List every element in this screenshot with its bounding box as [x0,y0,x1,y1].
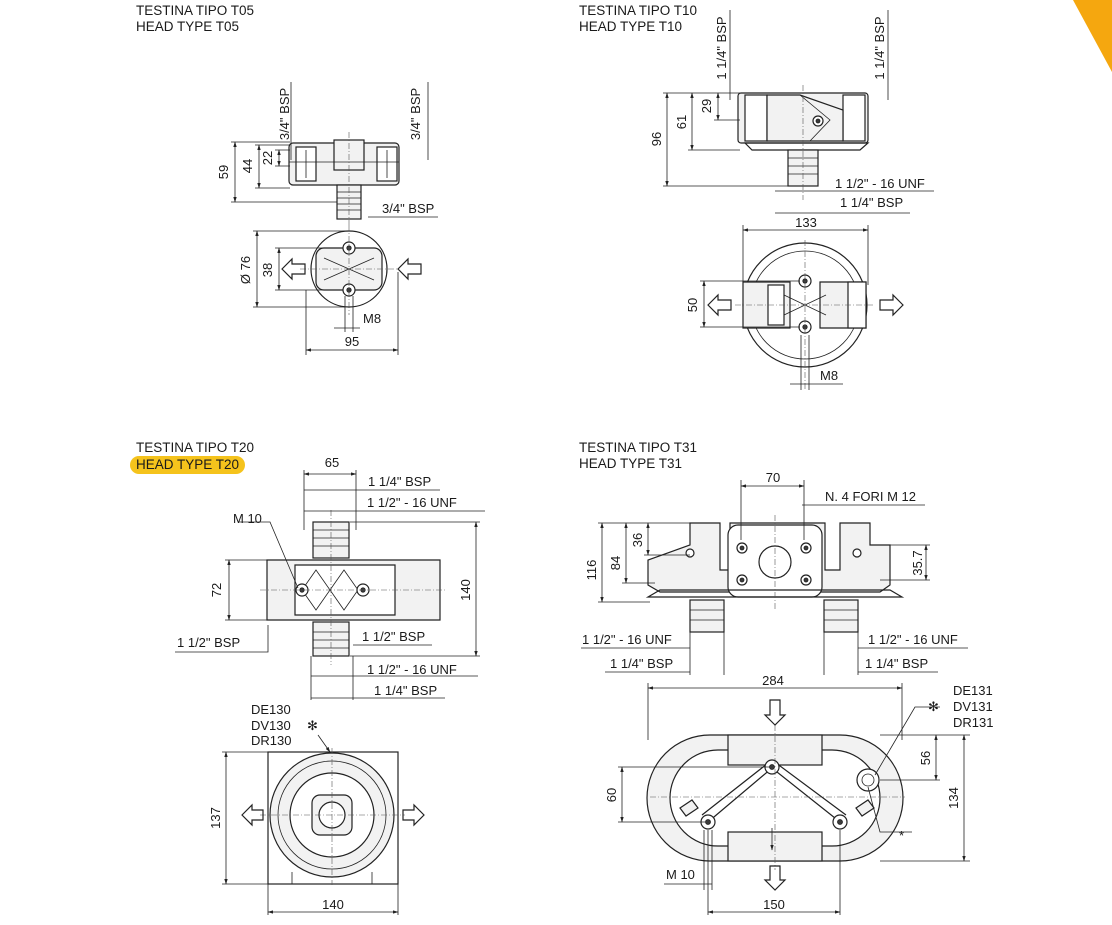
t31-dim-150: 150 [763,897,785,912]
t10-dim-133: 133 [795,215,817,230]
t31-side-view [645,515,905,633]
t31-dim-60: 60 [604,788,619,802]
t10-dim-61: 61 [674,115,689,129]
t20-dim-140h: 140 [322,897,344,912]
t20-bsp-bottom: 1 1/4" BSP [374,683,437,698]
drawing-t05: 59 44 22 3/4" BSP 3/4" BSP 3/4" BSP Ø 76… [216,82,438,355]
t31-dim-284: 284 [762,673,784,688]
t10-dim-29: 29 [699,99,714,113]
t20-dr130: DR130 [251,733,291,748]
heading-t31-en: HEAD TYPE T31 [579,456,683,471]
t31-unf-left: 1 1/2" - 16 UNF [582,632,672,647]
t05-bsp-left: 3/4" BSP [277,88,292,140]
t10-bsp-left: 1 1/4" BSP [714,16,729,79]
heading-t20-it: TESTINA TIPO T20 [136,440,255,455]
t05-dim-95: 95 [345,334,359,349]
t20-m10: M 10 [233,511,262,526]
t31-star: ✻ [928,699,939,714]
t31-bsp-left: 1 1/4" BSP [610,656,673,671]
t20-dim-72: 72 [209,583,224,597]
t10-bsp-right: 1 1/4" BSP [872,16,887,79]
heading-t05: TESTINA TIPO T05 HEAD TYPE T05 [136,3,254,35]
t31-dv131: DV131 [953,699,993,714]
t20-dv130: DV130 [251,718,291,733]
t05-bsp-bottom: 3/4" BSP [382,201,434,216]
t31-m10: M 10 [666,867,695,882]
t10-unf: 1 1/2" - 16 UNF [835,176,925,191]
drawing-t10: 96 61 29 1 1/4" BSP 1 1/4" BSP 1 1/2" - … [649,10,934,390]
t05-top-view [281,225,422,315]
heading-t05-it: TESTINA TIPO T05 [136,3,255,18]
t31-dim-84: 84 [608,556,623,570]
t05-dim-44: 44 [240,159,255,173]
t05-bsp-right: 3/4" BSP [408,88,423,140]
t05-dim-59: 59 [216,165,231,179]
t31-star2: * [899,828,904,843]
t20-dim-140v: 140 [458,579,473,601]
t31-unf-right: 1 1/2" - 16 UNF [868,632,958,647]
t31-holes: N. 4 FORI M 12 [825,489,916,504]
t05-dim-38: 38 [260,263,275,277]
drawing-t31: 70 N. 4 FORI M 12 116 84 36 35.7 1 1/2" … [581,470,993,915]
t20-bsp-right: 1 1/2" BSP [362,629,425,644]
heading-t20-en: HEAD TYPE T20 [130,456,246,474]
t10-bsp-bottom: 1 1/4" BSP [840,195,903,210]
t20-unf-top: 1 1/2" - 16 UNF [367,495,457,510]
t31-dim-35-7: 35.7 [910,550,925,575]
t05-m8: M8 [363,311,381,326]
t10-dim-96: 96 [649,132,664,146]
t20-unf-bottom: 1 1/2" - 16 UNF [367,662,457,677]
t31-dr131: DR131 [953,715,993,730]
t31-dim-36: 36 [630,533,645,547]
t31-dim-116: 116 [584,560,599,581]
t05-dim-dia76: Ø 76 [238,256,253,284]
t10-top-view [707,240,904,390]
t10-m8: M8 [820,368,838,383]
t10-dim-50: 50 [685,298,700,312]
heading-t31: TESTINA TIPO T31 HEAD TYPE T31 [579,440,697,472]
t05-dim-22: 22 [260,151,275,165]
t31-de131: DE131 [953,683,993,698]
t31-dim-56: 56 [918,751,933,765]
t20-star: ✻ [307,718,318,733]
t10-side-view [737,85,870,200]
t20-bsp-top: 1 1/4" BSP [368,474,431,489]
t31-bsp-right: 1 1/4" BSP [865,656,928,671]
heading-t31-it: TESTINA TIPO T31 [579,440,698,455]
heading-t05-en: HEAD TYPE T05 [136,19,240,34]
heading-t20: TESTINA TIPO T20 HEAD TYPE T20 [130,440,255,474]
heading-t10-it: TESTINA TIPO T10 [579,3,698,18]
corner-accent [1073,0,1112,72]
heading-t10-en: HEAD TYPE T10 [579,19,683,34]
t31-bottom-view [646,699,905,891]
t31-dim-70: 70 [766,470,780,485]
t20-de130: DE130 [251,702,291,717]
heading-t10: TESTINA TIPO T10 HEAD TYPE T10 [579,3,697,35]
t20-bottom-view [241,748,425,885]
t20-dim-137: 137 [208,807,223,829]
drawing-t20: 65 1 1/4" BSP 1 1/2" - 16 UNF M 10 72 14… [175,455,485,915]
t20-side-view [260,510,445,665]
t31-dim-134: 134 [946,787,961,809]
t20-dim-65: 65 [325,455,339,470]
t05-side-view [288,132,400,225]
t20-bsp-left: 1 1/2" BSP [177,635,240,650]
